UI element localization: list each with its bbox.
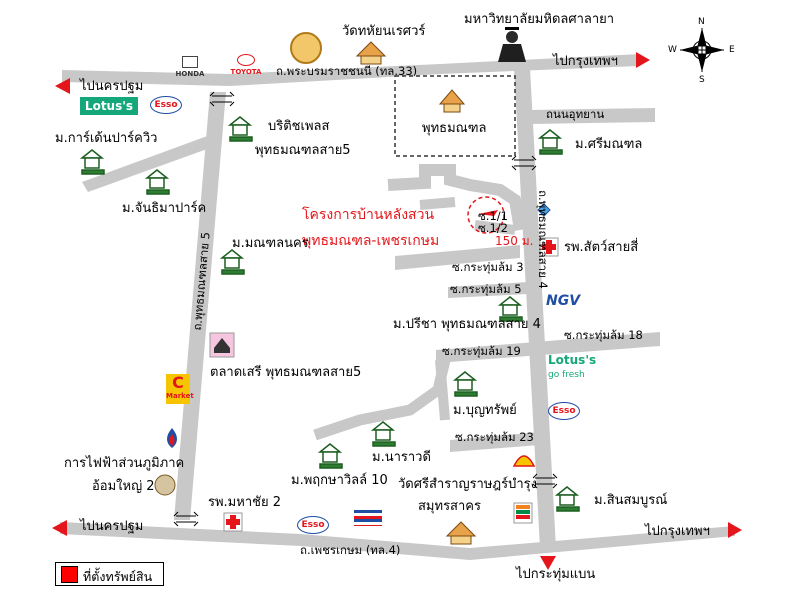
direction-bangkok-bottom: ไปกรุงเทพฯ (645, 524, 710, 539)
house-icons (79, 116, 580, 512)
honda-logo: HONDA (170, 56, 210, 78)
place-mahachai-hospital: รพ.มหาชัย 2 (208, 495, 281, 510)
road-soi-19-branch2 (435, 359, 450, 421)
road-label-udomyan: ถนนอุทยาน (546, 107, 605, 121)
place-egat-1: การไฟฟ้าส่วนภูมิภาค (64, 456, 185, 471)
place-wat-thayan: วัดทหัยนเรศวร์ (342, 24, 426, 39)
place-sri-monthon: ม.ศรีมณฑล (575, 137, 643, 152)
place-phutthamonthon: พุทธมณฑล (422, 121, 487, 136)
market-icon (209, 332, 235, 358)
place-naravadee: ม.นาราวดี (372, 450, 431, 465)
road-phutthamonthon-sai5 (174, 92, 226, 520)
temple-icons (355, 41, 477, 545)
project-name-2: พุทธมณฑล-เพชรเกษม (302, 233, 440, 249)
direction-bangkok-top: ไปกรุงเทพฯ (553, 54, 618, 69)
direction-krathum-baen: ไปกระทุ่มแบน (516, 567, 596, 582)
distance-soi-1-1: ซ.1/1 (478, 209, 508, 223)
esso-badge-sai4: Esso (548, 402, 580, 420)
road-label-soi-23: ซ.กระทุ่มล้ม 23 (455, 430, 534, 444)
hospital-icons (223, 237, 559, 532)
place-boonsap: ม.บุญทรัพย์ (453, 403, 517, 418)
property-circle (467, 196, 505, 234)
esso-badge-top: Esso (150, 96, 182, 114)
road-project-branch2 (474, 220, 516, 235)
road-label-soi-19: ซ.กระทุ่มล้ม 19 (442, 344, 521, 358)
legend-label: ที่ตั้งทรัพย์สิน (83, 569, 153, 584)
place-phruksa: ม.พฤกษาวิลล์ 10 (291, 473, 388, 488)
place-sinsomboon: ม.สินสมบูรณ์ (594, 493, 668, 508)
place-free-market: ตลาดเสรี พุทธมณฑลสาย5 (210, 365, 362, 380)
lotus-badge: Lotus's (80, 97, 138, 115)
place-mahidol: มหาวิทยาลัยมหิดลศาลายา (464, 12, 615, 27)
mahidol-graduate-icon (498, 27, 526, 62)
flag-icon (354, 510, 382, 526)
place-mondathon-nakorn: ม.มณฑลนคร (232, 236, 309, 251)
seven-eleven-icon (513, 502, 533, 524)
road-label-soi-18: ซ.กระทุ่มล้ม 18 (564, 328, 643, 342)
project-name-1: โครงการบ้านหลังสวน (302, 207, 435, 223)
compass-rose (680, 28, 724, 72)
compass-e: E (729, 45, 735, 55)
place-garden-park: ม.การ์เด้นปาร์ควิว (55, 131, 158, 146)
distance-soi-1-2: ซ.1/2 (478, 221, 508, 235)
road-project (387, 164, 526, 231)
place-animal-hospital: รพ.สัตว์สายสี่ (564, 240, 639, 255)
road-label-phutthamonthon-sai4: ถ.พุทธมณฑลสาย 4 (536, 190, 550, 289)
ngv-logo: NGV (546, 293, 581, 309)
road-label-phra-boromratchachonnani: ถ.พระบรมราชชนนี (ทล.33) (276, 64, 418, 78)
compass-w: W (668, 45, 677, 55)
road-project-branch (419, 197, 456, 210)
distance-150m: 150 ม. (495, 234, 534, 248)
road-phra-boromratchachonnani (62, 54, 640, 86)
royal-seal-logo (290, 32, 322, 64)
place-borich-2: พุทธมณฑลสาย5 (255, 143, 351, 158)
seal-icon (154, 474, 176, 496)
road-soi-krathum-lom3 (395, 245, 520, 270)
road-label-soi-3: ซ.กระทุ่มล้ม 3 (452, 260, 524, 274)
place-wat-sri-2: สมุทรสาคร (418, 499, 481, 514)
property-marker (478, 210, 498, 216)
road-phutthamonthon-sai4 (514, 68, 556, 548)
direction-nakhon-pathom-bottom: ไปนครปฐม (80, 519, 144, 534)
phutthamonthon-boundary (394, 75, 516, 157)
place-chinthima: ม.จันธิมาปาร์ค (122, 201, 207, 216)
esso-badge-bottom: Esso (297, 516, 329, 534)
road-soi-krathum-lom23 (450, 432, 540, 452)
legend: ที่ตั้งทรัพย์สิน (55, 562, 164, 586)
pea-icon (167, 428, 177, 448)
compass-n: N (698, 17, 705, 27)
toyota-logo: TOYOTA (228, 54, 264, 76)
direction-nakhon-pathom-top: ไปนครปฐม (80, 79, 144, 94)
place-egat-2: อ้อมใหญ่ 2 (92, 479, 155, 494)
direction-arrows (52, 52, 742, 570)
place-borich-1: บริติชเพลส (268, 119, 330, 134)
road-soi-krathum-lom19-18 (436, 332, 660, 363)
road-soi-krathum-lom5 (448, 282, 528, 298)
road-label-soi-5: ซ.กระทุ่มล้ม 5 (450, 282, 522, 296)
road-udomyan (530, 108, 655, 124)
road-label-phetkasem: ถ.เพชรเกษม (ทล.4) (300, 543, 401, 557)
water-icon (537, 203, 551, 217)
legend-property-swatch (61, 566, 78, 583)
bridge-marks (173, 91, 558, 527)
shell-icon (512, 455, 536, 467)
place-preecha: ม.ปรีชา พุทธมณฑลสาย 4 (393, 317, 541, 332)
road-garden-park (82, 135, 210, 192)
place-wat-sri-1: วัดศรีสำราญราษฎร์บำรุง (398, 477, 538, 492)
compass-s: S (699, 75, 705, 85)
